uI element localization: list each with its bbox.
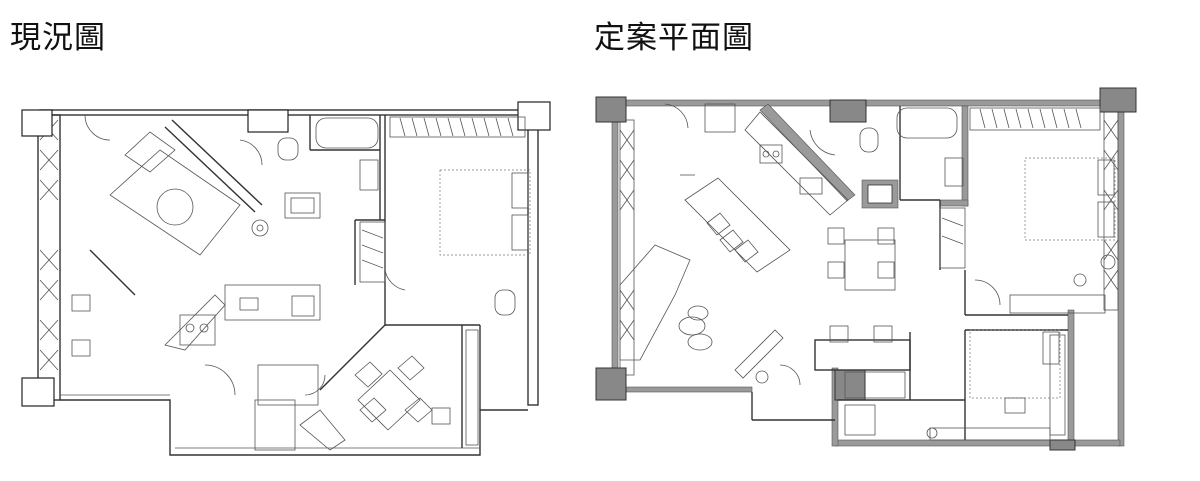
proposed-furniture — [619, 103, 1116, 441]
existing-interior-walls — [89, 115, 481, 451]
existing-plan-title: 現況圖 — [10, 20, 106, 56]
existing-floor-plan — [21, 101, 551, 456]
existing-outer-walls — [37, 109, 539, 456]
existing-columns — [21, 101, 551, 407]
existing-furniture — [71, 114, 531, 451]
proposed-floor-plan — [595, 87, 1137, 451]
proposed-plan-title: 定案平面圖 — [594, 20, 754, 56]
proposed-interior-walls — [744, 103, 1068, 440]
proposed-columns — [595, 87, 1137, 451]
